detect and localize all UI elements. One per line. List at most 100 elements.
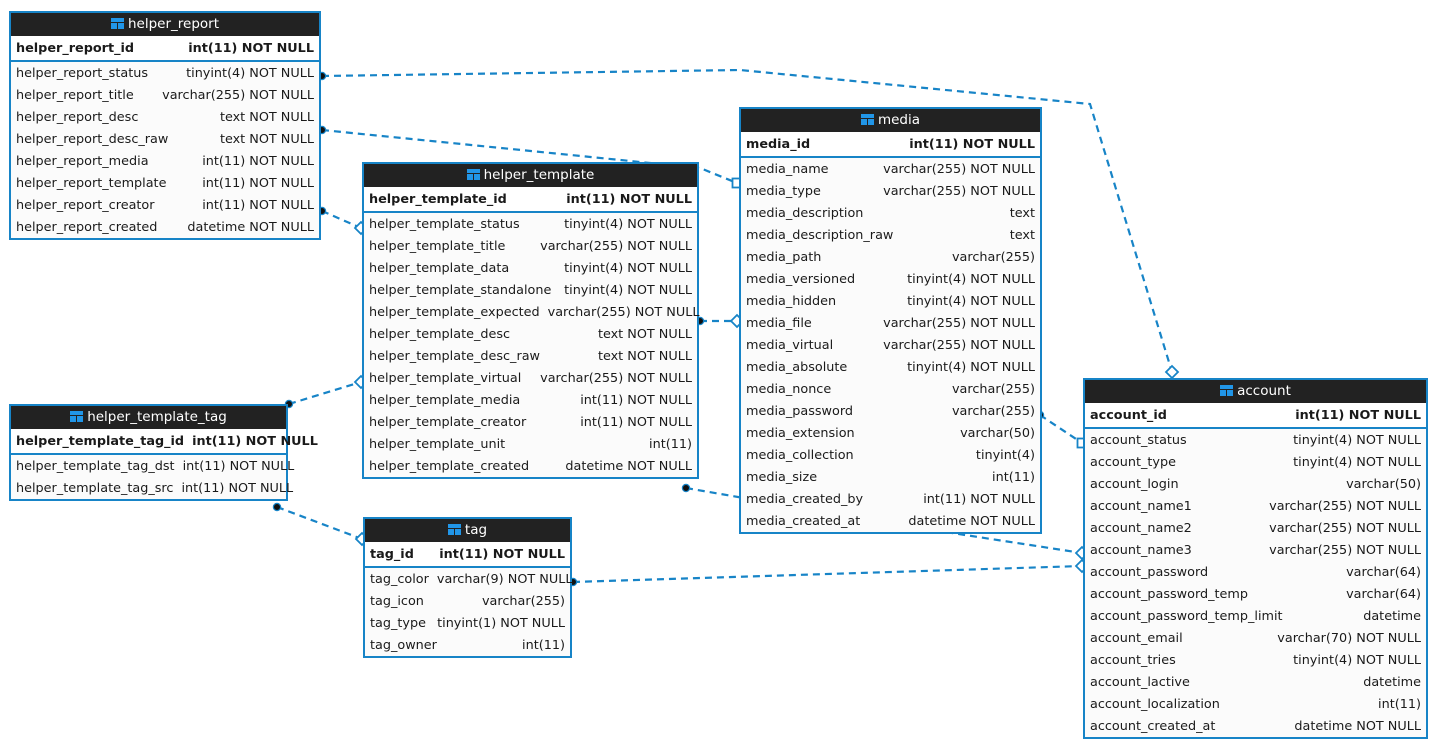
rel-helper_template_virtual-helper_template_tag[interactable]	[284, 374, 369, 409]
rel-tag_color-account_name3[interactable]	[568, 558, 1090, 587]
column-type: datetime	[1363, 608, 1421, 624]
rel-media_password-account_status[interactable]	[1035, 410, 1088, 449]
entity-header-account[interactable]: account	[1085, 380, 1426, 403]
rel-helper_template_tag_src-tag_id[interactable]	[272, 502, 370, 547]
column-name: helper_report_title	[16, 87, 134, 103]
column-name: helper_report_created	[16, 219, 158, 235]
table-icon	[110, 18, 124, 29]
column-type: text NOT NULL	[597, 326, 692, 342]
entity-header-helper_template[interactable]: helper_template	[364, 164, 697, 187]
column-name: helper_template_created	[369, 458, 530, 474]
rel-helper_template_expected-media_file[interactable]	[695, 313, 745, 329]
entity-header-helper_report[interactable]: helper_report	[11, 13, 319, 36]
column-name: helper_template_desc	[369, 326, 511, 342]
rel-helper_report_creator-helper_template_status[interactable]	[317, 206, 369, 236]
entity-header-tag[interactable]: tag	[365, 519, 570, 542]
column-name: media_extension	[746, 425, 855, 441]
column-type: varchar(255)	[951, 403, 1035, 419]
column-name: account_id	[1090, 407, 1167, 423]
entity-header-helper_template_tag[interactable]: helper_template_tag	[11, 406, 286, 429]
column-row[interactable]: helper_report_created datetime NOT NULL	[11, 216, 319, 238]
column-type: int(11) NOT NULL	[923, 491, 1035, 507]
column-type: datetime NOT NULL	[187, 219, 314, 235]
column-row[interactable]: helper_template_desc text NOT NULL	[364, 323, 697, 345]
column-type: int(11) NOT NULL	[580, 392, 692, 408]
column-type: varchar(255) NOT NULL	[1269, 498, 1421, 514]
entity-header-media[interactable]: media	[741, 109, 1040, 132]
column-name: account_created_at	[1090, 718, 1216, 734]
